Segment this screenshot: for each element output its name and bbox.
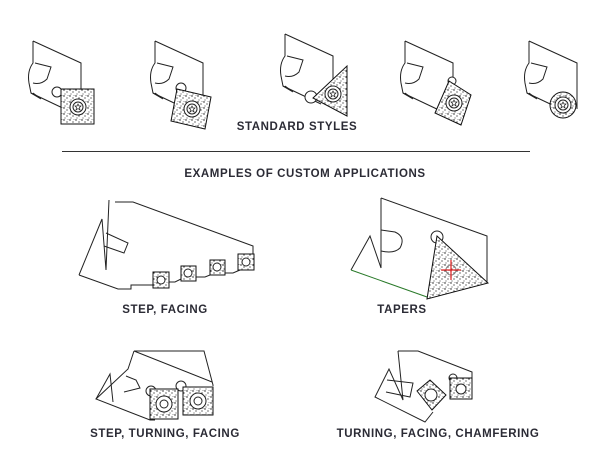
step-facing-diagram [78,199,255,290]
section-divider [62,151,530,152]
standard-style-tilted-square-insert [150,40,212,130]
step-turning-facing-diagram [95,350,214,421]
custom-applications-heading: EXAMPLES OF CUSTOM APPLICATIONS [184,168,426,180]
step-turning-facing-label: STEP, TURNING, FACING [90,428,240,440]
standard-style-diamond-insert [400,40,472,126]
tapers-label: TAPERS [377,304,427,316]
turning-facing-chamfering-diagram [374,350,473,423]
standard-style-square-insert [28,40,95,125]
crosshair-icon [441,260,461,280]
standard-style-round-insert [524,40,578,119]
standard-style-triangle-insert [280,33,348,117]
standard-styles-heading: STANDARD STYLES [236,121,358,133]
step-facing-label: STEP, FACING [122,304,208,316]
turning-facing-chamfering-label: TURNING, FACING, CHAMFERING [336,428,540,440]
tapers-diagram [350,197,490,300]
